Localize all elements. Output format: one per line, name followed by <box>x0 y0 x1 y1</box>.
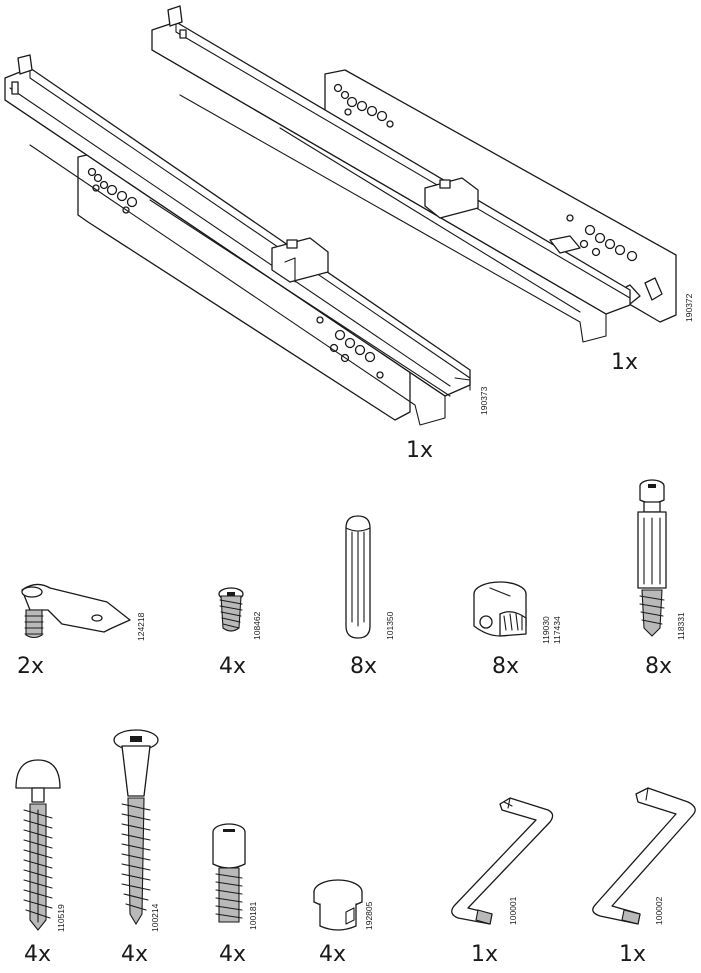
cover-cap-illustration <box>310 878 370 938</box>
wooden-dowel-illustration <box>340 514 380 644</box>
cam-lock-bracket-illustration <box>12 580 132 650</box>
quantity-label: 4x <box>319 942 347 967</box>
part-code-117434: 117434 <box>552 616 562 644</box>
socket-cap-bolt-illustration <box>205 822 255 932</box>
quantity-label: 4x <box>24 942 52 967</box>
hex-key-large-illustration <box>578 786 701 926</box>
part-code-100001: 100001 <box>508 896 518 925</box>
quantity-label: 8x <box>492 654 520 679</box>
part-code-119030: 119030 <box>541 616 551 644</box>
part-code-108462: 108462 <box>252 611 262 640</box>
threaded-insert-illustration <box>215 586 255 636</box>
part-code-190372: 190372 <box>684 293 694 322</box>
quantity-label: 4x <box>219 942 247 967</box>
cam-lock-nut-illustration <box>470 578 540 648</box>
hex-key-illustration <box>438 796 558 926</box>
quantity-label: 8x <box>350 654 378 679</box>
expansion-bolt-illustration <box>10 756 70 936</box>
quantity-label: 1x <box>611 350 639 375</box>
drawer-rail-right-illustration <box>0 0 701 460</box>
part-code-101350: 101350 <box>385 611 395 640</box>
quantity-label: 8x <box>645 654 673 679</box>
quantity-label: 4x <box>219 654 247 679</box>
quantity-label: 1x <box>471 942 499 967</box>
quantity-label: 4x <box>121 942 149 967</box>
long-wood-screw-illustration <box>108 728 168 928</box>
part-code-110519: 110519 <box>56 904 66 932</box>
part-code-100002: 100002 <box>654 896 664 925</box>
quantity-label: 2x <box>17 654 45 679</box>
connecting-bolt-illustration <box>628 478 678 638</box>
part-code-192805: 192805 <box>364 901 374 930</box>
part-code-118331: 118331 <box>676 612 686 640</box>
part-code-100214: 100214 <box>150 903 160 932</box>
part-code-124218: 124218 <box>136 612 146 641</box>
drawer-rail-left-illustration <box>0 0 701 460</box>
part-code-100181: 100181 <box>248 901 258 930</box>
quantity-label: 1x <box>406 438 434 463</box>
quantity-label: 1x <box>619 942 647 967</box>
